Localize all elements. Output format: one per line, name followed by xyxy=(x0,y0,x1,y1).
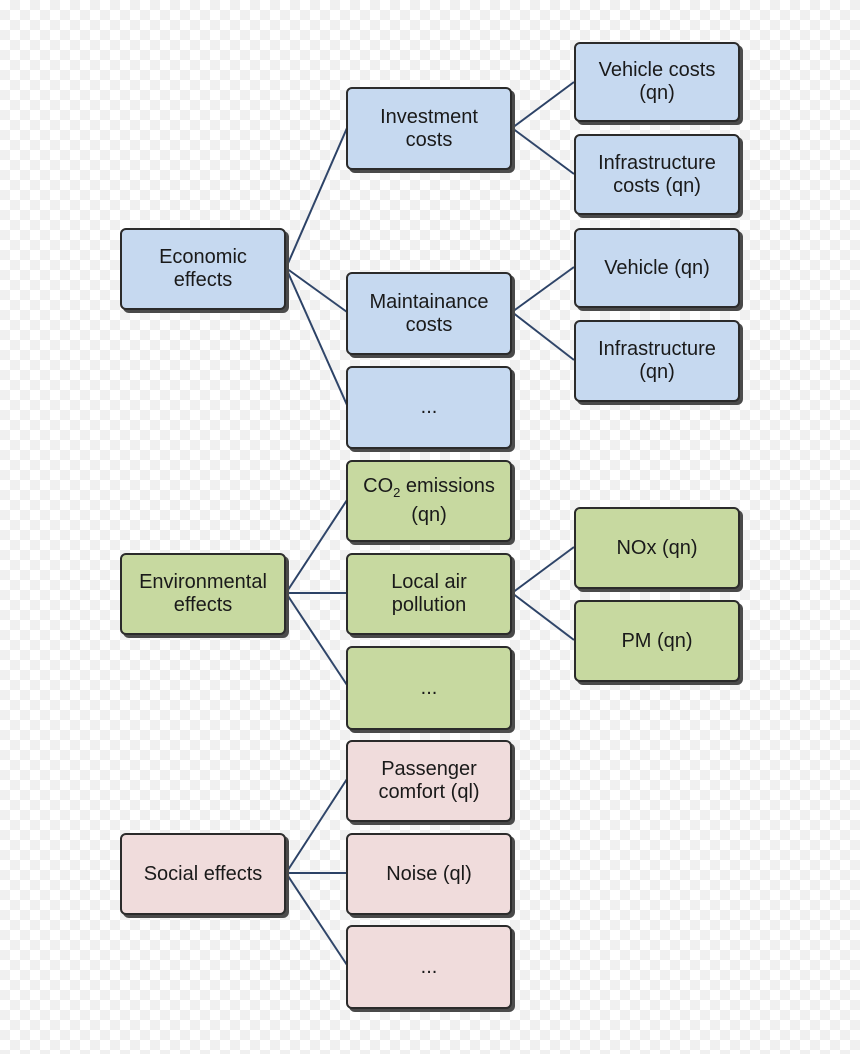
node-vehicle-costs: Vehicle costs (qn) xyxy=(574,42,740,122)
connector-local-air-nox xyxy=(511,546,575,594)
connector-investment-infrastructure-costs xyxy=(511,127,575,175)
node-label: Investment costs xyxy=(380,105,478,151)
node-label: Maintainance costs xyxy=(369,290,489,336)
node-label: Social effects xyxy=(143,862,263,885)
node-maintainance-costs: Maintainance costs xyxy=(346,272,512,355)
node-label: PM (qn) xyxy=(621,629,693,652)
node-economic-more: ... xyxy=(346,366,512,449)
node-label: Passenger comfort (ql) xyxy=(378,758,480,803)
node-co2-emissions: CO2 emissions (qn) xyxy=(346,460,512,542)
node-noise: Noise (ql) xyxy=(346,833,512,915)
connector-economic-maintainance xyxy=(285,267,348,313)
connector-environmental-co2 xyxy=(285,499,348,594)
node-vehicle: Vehicle (qn) xyxy=(574,228,740,308)
node-label: Infrastructure costs (qn) xyxy=(598,151,716,197)
node-social-effects: Social effects xyxy=(120,833,286,915)
connector-social-passenger xyxy=(285,778,348,874)
node-infrastructure-costs: Infrastructure costs (qn) xyxy=(574,134,740,215)
connector-maintainance-vehicle xyxy=(511,266,575,313)
node-label: NOx (qn) xyxy=(616,536,698,559)
node-environmental-effects: Environmental effects xyxy=(120,553,286,635)
node-economic-effects: Economic effects xyxy=(120,228,286,310)
node-label: Environmental effects xyxy=(139,571,267,616)
node-label: ... xyxy=(420,955,438,978)
connector-local-air-pm xyxy=(511,592,575,641)
node-label: Infrastructure (qn) xyxy=(598,338,716,383)
connector-economic-more xyxy=(285,267,348,406)
node-label: Vehicle (qn) xyxy=(604,256,710,279)
node-label: ... xyxy=(420,676,438,699)
connector-social-more xyxy=(285,872,348,966)
node-infrastructure: Infrastructure (qn) xyxy=(574,320,740,402)
node-label: CO2 emissions (qn) xyxy=(363,475,495,527)
connector-maintainance-infrastructure xyxy=(511,311,575,361)
node-pm: PM (qn) xyxy=(574,600,740,682)
node-label: ... xyxy=(420,396,438,418)
co2-prefix: CO xyxy=(363,475,394,497)
node-label: Noise (ql) xyxy=(386,862,472,885)
connector-environmental-more xyxy=(285,592,348,686)
co2-suffix: emissions xyxy=(400,475,495,497)
node-label: Local air pollution xyxy=(391,571,467,616)
node-label: Vehicle costs (qn) xyxy=(598,59,716,104)
connector-investment-vehicle-costs xyxy=(511,81,575,129)
node-passenger-comfort: Passenger comfort (ql) xyxy=(346,740,512,822)
connector-economic-investment xyxy=(285,127,348,269)
co2-line2: (qn) xyxy=(411,504,447,526)
co2-subscript: 2 xyxy=(393,485,401,500)
node-social-more: ... xyxy=(346,925,512,1009)
node-environmental-more: ... xyxy=(346,646,512,730)
node-label: Economic effects xyxy=(159,246,247,291)
node-local-air-pollution: Local air pollution xyxy=(346,553,512,635)
node-investment-costs: Investment costs xyxy=(346,87,512,170)
node-nox: NOx (qn) xyxy=(574,507,740,589)
